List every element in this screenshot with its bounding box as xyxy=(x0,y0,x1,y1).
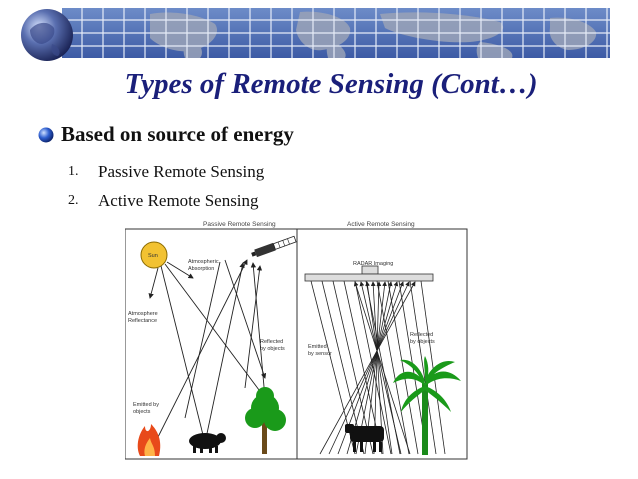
reflected-objects-label: by objects xyxy=(410,339,435,345)
cow-icon xyxy=(345,424,384,452)
slide-title: Types of Remote Sensing (Cont…) xyxy=(124,68,538,100)
passive-panel-title: Passive Remote Sensing xyxy=(203,221,276,228)
sun-icon: Sun xyxy=(140,241,168,269)
list-number: 2. xyxy=(68,193,79,208)
satellite-icon xyxy=(251,235,297,258)
emitted-sensor-label: Emitted xyxy=(308,344,327,350)
list-item: 1. Passive Remote Sensing xyxy=(68,162,264,182)
fire-icon xyxy=(137,424,161,456)
header-banner xyxy=(21,8,610,61)
list-item: 2. Active Remote Sensing xyxy=(68,191,259,211)
reflected-objects-label: by objects xyxy=(260,346,285,352)
bullet-item: Based on source of energy xyxy=(38,122,294,147)
radar-imaging-label: RADAR Imaging xyxy=(353,261,393,267)
list-text: Active Remote Sensing xyxy=(98,191,259,210)
reflected-objects-label: Reflected xyxy=(260,339,283,345)
atmospheric-absorption-label: Absorption xyxy=(188,266,214,272)
pig-icon xyxy=(189,433,226,453)
tree-icon xyxy=(245,387,286,454)
emitted-objects-label: objects xyxy=(133,409,151,415)
palm-tree-icon xyxy=(393,356,461,455)
bullet-sphere-icon xyxy=(38,127,54,142)
radar-platform xyxy=(304,273,434,282)
sun-label: Sun xyxy=(148,253,158,259)
radar-antenna-icon xyxy=(361,265,379,275)
list-text: Passive Remote Sensing xyxy=(98,162,265,181)
atmospheric-absorption-label: Atmospheric xyxy=(188,259,219,265)
list-number: 1. xyxy=(68,164,79,179)
atmosphere-reflectance-label: Reflectance xyxy=(128,318,157,324)
reflected-objects-label: Reflected xyxy=(410,332,433,338)
bullet-text: Based on source of energy xyxy=(61,122,294,146)
globe-icon xyxy=(21,9,73,61)
remote-sensing-diagram: Passive Remote Sensing Active Remote Sen… xyxy=(125,221,468,460)
active-panel-title: Active Remote Sensing xyxy=(347,221,415,228)
atmosphere-reflectance-label: Atmosphere xyxy=(128,311,158,317)
emitted-sensor-label: by sensor xyxy=(308,351,332,357)
emitted-objects-label: Emitted by xyxy=(133,402,159,408)
